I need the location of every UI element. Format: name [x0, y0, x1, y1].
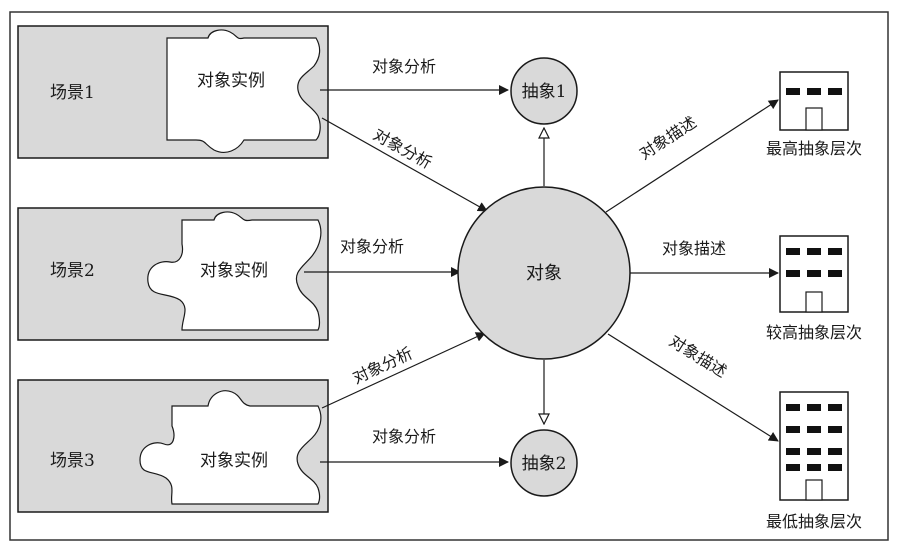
abstraction-2-label: 抽象2 [522, 454, 567, 474]
label-center-to-mid: 对象描述 [662, 239, 726, 258]
label-s2-to-center: 对象分析 [340, 237, 404, 256]
abstraction-1: 抽象1 [510, 57, 578, 125]
label-center-to-top: 对象描述 [636, 113, 700, 164]
label-s3-to-a2: 对象分析 [372, 427, 436, 446]
building-mid-icon [779, 235, 849, 313]
description-arrows [605, 99, 779, 442]
center-object-label: 对象 [526, 263, 562, 284]
level-top-label: 最高抽象层次 [766, 139, 862, 158]
scene-1-instance-label: 对象实例 [197, 71, 265, 91]
scene-3: 场景3 对象实例 [17, 379, 329, 513]
abstraction-2-circle [510, 429, 578, 497]
scene-3-instance-label: 对象实例 [200, 451, 268, 471]
arrow-center-to-low-level [607, 333, 779, 442]
abstraction-2: 抽象2 [510, 429, 578, 497]
scene-3-instance-shape [139, 390, 322, 505]
arrow-center-to-top-level [605, 99, 779, 213]
label-s3-to-center: 对象分析 [350, 343, 416, 387]
analysis-arrows [304, 85, 509, 467]
arrow-s1-to-center [321, 117, 488, 212]
building-low-icon [779, 391, 849, 501]
scene-1: 场景1 对象实例 [17, 25, 329, 159]
scene-3-label: 场景3 [50, 451, 95, 471]
scene-2-instance-shape [147, 211, 322, 331]
scene-2-label: 场景2 [50, 261, 95, 281]
scene-1-label: 场景1 [50, 83, 95, 103]
abstraction-level-buildings [779, 71, 849, 501]
building-top-icon [779, 71, 849, 131]
label-center-to-bottom: 对象描述 [666, 331, 730, 381]
abstraction-1-circle [510, 57, 578, 125]
abstraction-1-label: 抽象1 [522, 82, 567, 102]
level-low-label: 最低抽象层次 [766, 512, 862, 531]
arrow-s3-to-center [321, 332, 486, 409]
scene-1-instance-shape [166, 29, 321, 153]
center-object: 对象 [457, 186, 631, 360]
label-s1-to-a1: 对象分析 [372, 57, 436, 76]
label-s1-to-center: 对象分析 [370, 125, 435, 173]
outer-frame [9, 11, 889, 541]
level-mid-label: 较高抽象层次 [766, 323, 862, 342]
scene-2: 场景2 对象实例 [17, 207, 329, 341]
scene-2-instance-label: 对象实例 [200, 261, 268, 281]
